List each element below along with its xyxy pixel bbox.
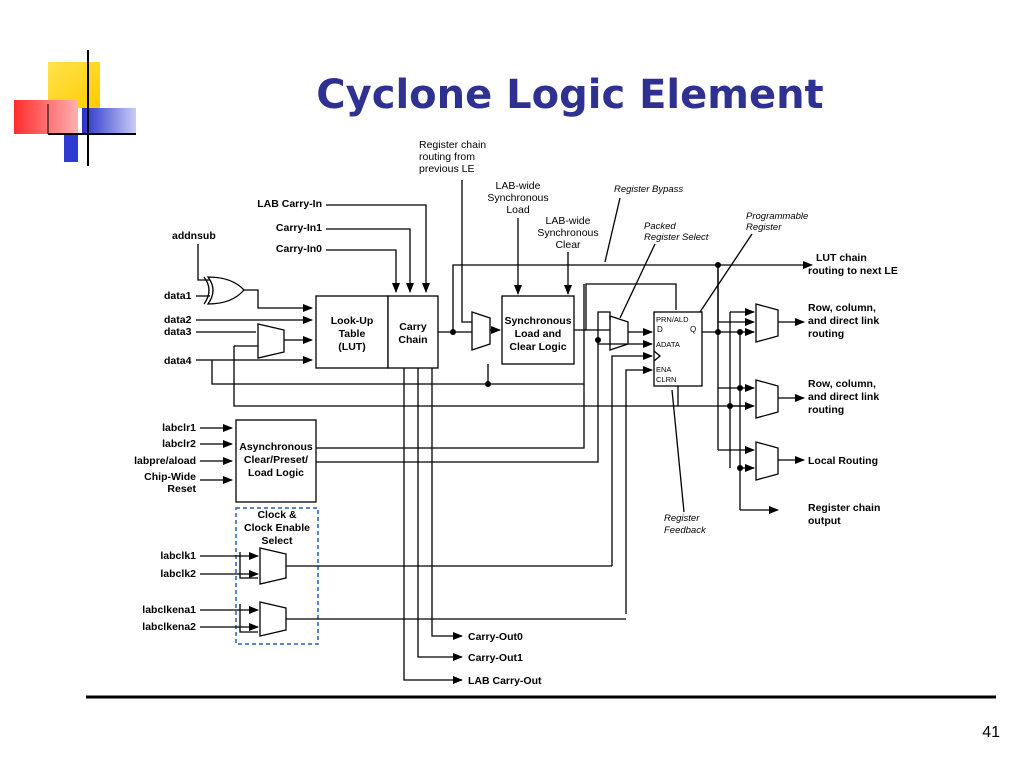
svg-text:Programmable: Programmable [746, 211, 808, 222]
svg-text:routing: routing [808, 404, 844, 416]
output-lut-chain: LUT chain routing to next LE [808, 252, 898, 277]
svg-text:Carry: Carry [399, 321, 427, 333]
output-local-routing: Local Routing [808, 455, 878, 467]
clock-input-labclk1: labclk1 [160, 550, 196, 562]
xor-gate [206, 276, 245, 305]
page-number: 41 [982, 724, 1000, 741]
svg-text:Register Select: Register Select [644, 232, 709, 243]
svg-text:Register chain: Register chain [808, 502, 880, 514]
carry-output-carry-out1: Carry-Out1 [468, 652, 523, 664]
clock-enable-mux [259, 601, 287, 637]
svg-text:Clear: Clear [555, 239, 581, 251]
svg-text:Load and: Load and [515, 328, 562, 340]
packed-register-mux [609, 315, 629, 351]
svg-text:Clock Enable: Clock Enable [244, 522, 310, 534]
svg-text:Row, column,: Row, column, [808, 378, 876, 390]
sync-logic-block [501, 295, 575, 365]
svg-text:CLRN: CLRN [656, 375, 676, 384]
svg-text:Synchronous: Synchronous [487, 192, 548, 204]
svg-text:and direct link: and direct link [808, 315, 879, 327]
svg-text:PRN/ALD: PRN/ALD [656, 315, 689, 324]
data-input-data1: data1 [164, 290, 192, 302]
svg-text:Q: Q [690, 325, 696, 334]
svg-text:LAB-wide: LAB-wide [496, 180, 541, 192]
svg-text:Packed: Packed [644, 221, 676, 232]
output-register-chain: Register chain output [808, 502, 880, 527]
carry-output-lab-carry-out: LAB Carry-Out [468, 675, 542, 687]
clock-mux [259, 547, 287, 585]
data-input-data2: data2 [164, 314, 192, 326]
svg-text:LUT chain: LUT chain [816, 252, 867, 264]
async-input-labclr2: labclr2 [162, 438, 196, 450]
svg-text:Register: Register [664, 513, 700, 524]
svg-text:Look-Up: Look-Up [331, 315, 374, 327]
note-register-feedback: Register Feedback [664, 513, 707, 536]
svg-text:routing: routing [808, 328, 844, 340]
data3-mux [257, 323, 285, 359]
svg-text:Register: Register [746, 222, 782, 233]
note-programmable-register: Programmable Register [746, 211, 808, 233]
note-lab-wide-sync-load: LAB-wide Synchronous Load [487, 180, 548, 216]
output-mux-2 [755, 379, 779, 419]
note-register-chain-routing: Register chain routing from previous LE [419, 139, 486, 175]
async-input-reset: Reset [167, 483, 196, 495]
carry-input-carry-in1: Carry-In1 [276, 222, 322, 234]
async-input-labclr1: labclr1 [162, 422, 196, 434]
clock-enable-input-labclkena1: labclkena1 [142, 604, 196, 616]
register-block [653, 311, 703, 387]
svg-text:routing from: routing from [419, 151, 475, 163]
carry-chain-block [387, 295, 439, 369]
corner-decoration [10, 48, 140, 168]
svg-text:ENA: ENA [656, 365, 671, 374]
carry-input-lab-carry-in: LAB Carry-In [257, 198, 322, 210]
output-mux-1 [755, 303, 779, 343]
svg-text:D: D [657, 325, 663, 334]
svg-text:Clear/Preset/: Clear/Preset/ [244, 454, 308, 466]
output-mux-3 [755, 441, 779, 481]
carry-output-carry-out0: Carry-Out0 [468, 631, 523, 643]
svg-text:Clear Logic: Clear Logic [509, 341, 566, 353]
clock-input-labclk2: labclk2 [160, 568, 196, 580]
svg-text:Table: Table [339, 328, 366, 340]
note-packed-register-select: Packed Register Select [644, 221, 709, 243]
svg-text:ADATA: ADATA [656, 340, 680, 349]
svg-text:Select: Select [262, 535, 293, 547]
addnsub-label: addnsub [172, 230, 216, 242]
svg-text:LAB-wide: LAB-wide [546, 215, 591, 227]
output-row-column-1: Row, column, and direct link routing [808, 302, 879, 340]
svg-text:Register chain: Register chain [419, 139, 486, 151]
svg-text:output: output [808, 515, 841, 527]
data-input-data4: data4 [164, 355, 192, 367]
svg-text:Asynchronous: Asynchronous [239, 441, 313, 453]
lut-block [315, 295, 389, 369]
svg-text:Load Logic: Load Logic [248, 467, 304, 479]
output-row-column-2: Row, column, and direct link routing [808, 378, 879, 416]
svg-text:routing to next LE: routing to next LE [808, 265, 898, 277]
note-lab-wide-sync-clear: LAB-wide Synchronous Clear [537, 215, 598, 251]
slide-title: Cyclone Logic Element [316, 72, 824, 118]
clock-select-box [235, 507, 319, 645]
svg-text:Chain: Chain [398, 334, 427, 346]
async-input-chip-wide: Chip-Wide [144, 471, 196, 483]
carry-input-carry-in0: Carry-In0 [276, 243, 322, 255]
svg-text:Load: Load [506, 204, 530, 216]
clock-enable-input-labclkena2: labclkena2 [142, 621, 196, 633]
async-logic-block [235, 419, 317, 503]
svg-text:Synchronous: Synchronous [537, 227, 598, 239]
svg-text:previous LE: previous LE [419, 163, 474, 175]
svg-text:Synchronous: Synchronous [504, 315, 571, 327]
note-register-bypass: Register Bypass [614, 184, 683, 195]
svg-text:Feedback: Feedback [664, 525, 707, 536]
chain-select-mux [471, 311, 491, 351]
clock-select-label: Clock & [257, 509, 297, 521]
svg-text:and direct link: and direct link [808, 391, 879, 403]
svg-text:(LUT): (LUT) [338, 341, 365, 353]
svg-text:Row, column,: Row, column, [808, 302, 876, 314]
async-input-labpre-aload: labpre/aload [134, 455, 196, 467]
data-input-data3: data3 [164, 326, 192, 338]
